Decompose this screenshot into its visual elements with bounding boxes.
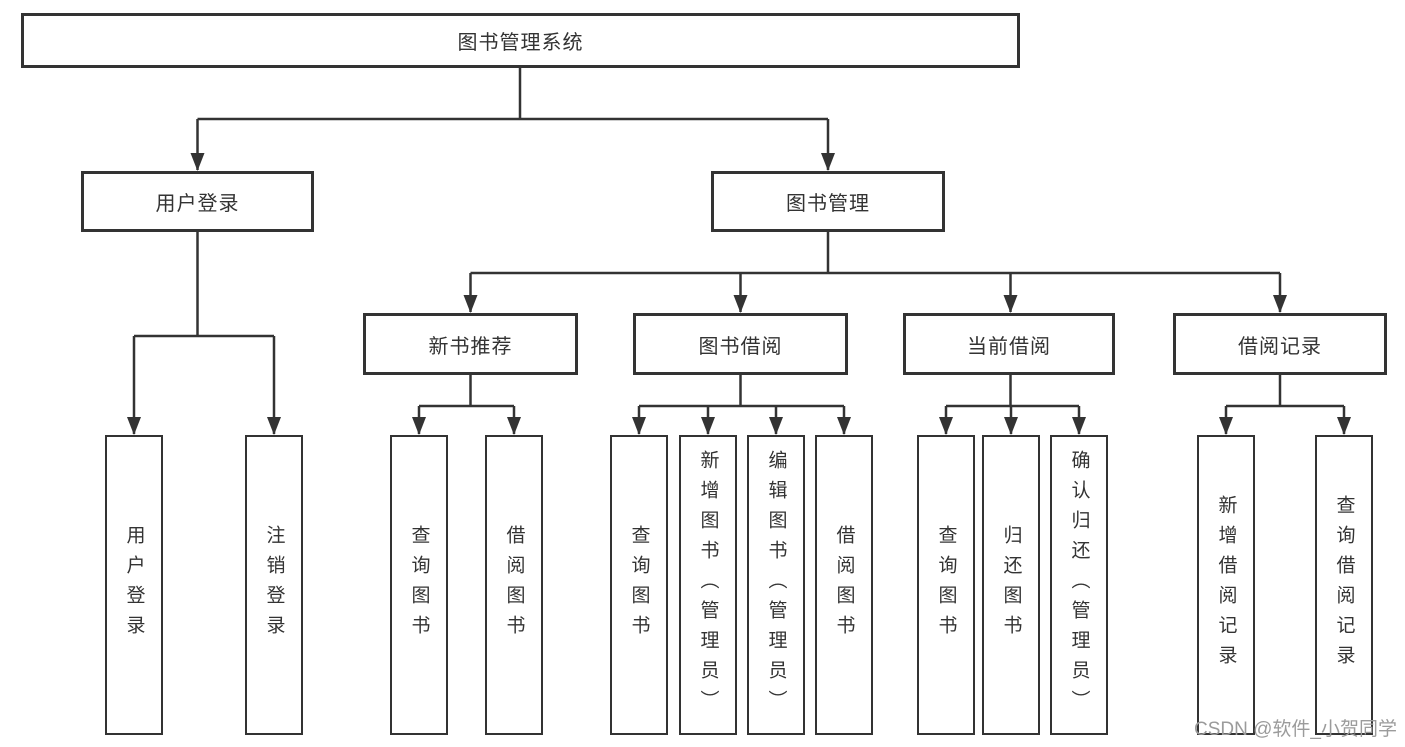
leaf-label: 注销登录 — [263, 525, 285, 645]
watermark: CSDN @软件_小贺同学 — [1194, 719, 1397, 740]
node-label: 图书管理 — [786, 193, 870, 215]
leaf-label: 编辑图书（管理员） — [765, 450, 787, 720]
leaf-edit-books-admin: 编辑图书（管理员） — [747, 435, 805, 735]
node-library-management-system: 图书管理系统 — [21, 13, 1020, 68]
leaf-confirm-return-admin: 确认归还（管理员） — [1050, 435, 1108, 735]
leaf-label: 查询借阅记录 — [1333, 495, 1355, 675]
leaf-label: 新增借阅记录 — [1215, 495, 1237, 675]
node-label: 图书管理系统 — [457, 32, 584, 54]
leaf-label: 归还图书 — [1000, 525, 1022, 645]
leaf-add-books-admin: 新增图书（管理员） — [679, 435, 737, 735]
leaf-label: 借阅图书 — [503, 525, 525, 645]
node-label: 当前借阅 — [967, 335, 1051, 358]
leaf-query-books-recommend: 查询图书 — [390, 435, 448, 735]
leaf-label: 用户登录 — [123, 525, 145, 645]
leaf-query-books-borrow: 查询图书 — [610, 435, 668, 735]
leaf-borrow-books-recommend: 借阅图书 — [485, 435, 543, 735]
leaf-add-borrow-record: 新增借阅记录 — [1197, 435, 1255, 735]
leaf-return-books: 归还图书 — [982, 435, 1040, 735]
node-book-borrow: 图书借阅 — [633, 313, 848, 375]
node-new-book-recommend: 新书推荐 — [363, 313, 578, 375]
leaf-user-login: 用户登录 — [105, 435, 163, 735]
leaf-label: 查询图书 — [935, 525, 957, 645]
leaf-query-books-current: 查询图书 — [917, 435, 975, 735]
node-label: 图书借阅 — [698, 335, 783, 358]
leaf-logout: 注销登录 — [245, 435, 303, 735]
node-borrow-records: 借阅记录 — [1173, 313, 1387, 375]
leaf-label: 查询图书 — [628, 525, 650, 645]
node-label: 新书推荐 — [428, 335, 513, 358]
node-label: 用户登录 — [155, 193, 240, 215]
leaf-label: 确认归还（管理员） — [1068, 450, 1090, 720]
node-user-login: 用户登录 — [81, 171, 314, 232]
leaf-label: 新增图书（管理员） — [697, 450, 719, 720]
leaf-borrow-books: 借阅图书 — [815, 435, 873, 735]
node-current-borrow: 当前借阅 — [903, 313, 1115, 375]
leaf-label: 查询图书 — [408, 525, 430, 645]
leaf-label: 借阅图书 — [833, 525, 855, 645]
node-book-management: 图书管理 — [711, 171, 945, 232]
node-label: 借阅记录 — [1238, 335, 1322, 358]
leaf-query-borrow-record: 查询借阅记录 — [1315, 435, 1373, 735]
